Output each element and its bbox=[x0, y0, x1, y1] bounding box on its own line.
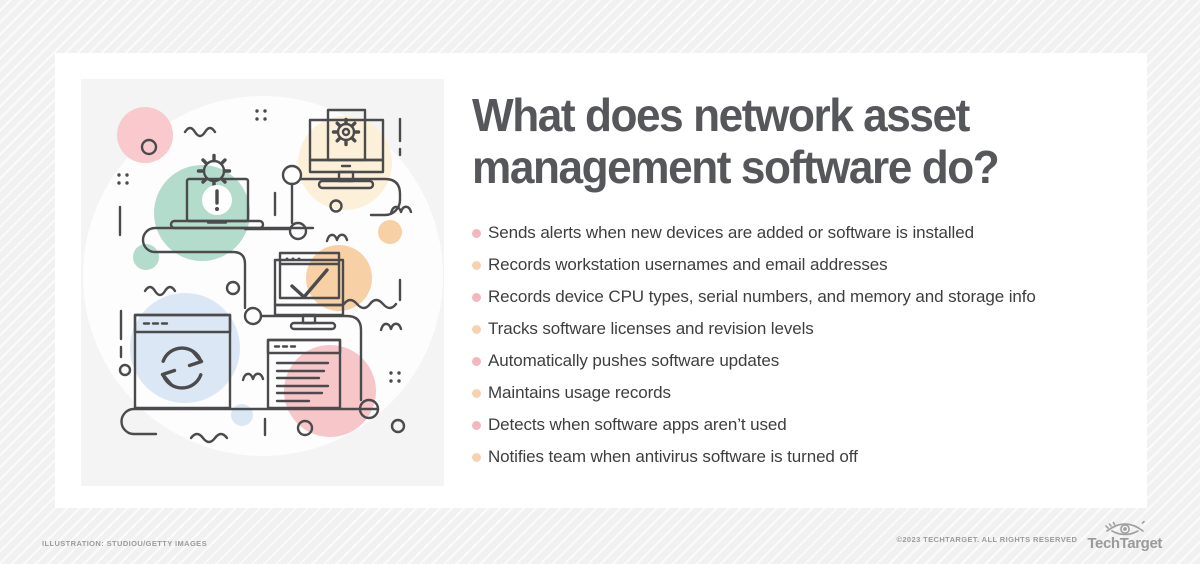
list-item: Records workstation usernames and email … bbox=[472, 249, 1122, 281]
pink-circle bbox=[117, 107, 173, 163]
decorations bbox=[117, 109, 413, 444]
bullet-text: Records workstation usernames and email … bbox=[488, 255, 888, 274]
bullet-dot bbox=[472, 324, 481, 334]
title-line-2: management software do? bbox=[472, 141, 1000, 193]
bullet-text: Notifies team when antivirus software is… bbox=[488, 447, 858, 466]
ring-circle bbox=[140, 138, 158, 156]
bullet-dot bbox=[472, 260, 481, 270]
bullet-dot bbox=[472, 292, 481, 302]
copyright-text: ©2023 TECHTARGET. ALL RIGHTS RESERVED bbox=[896, 535, 1078, 544]
document-list-icon bbox=[266, 338, 342, 410]
connector-lines bbox=[120, 164, 402, 436]
eye-logo-icon bbox=[1104, 520, 1145, 536]
bullet-text: Records device CPU types, serial numbers… bbox=[488, 287, 1036, 306]
blue-dot bbox=[231, 404, 253, 426]
bullet-text: Detects when software apps aren’t used bbox=[488, 415, 787, 434]
list-item: Records device CPU types, serial numbers… bbox=[472, 281, 1122, 313]
pink-circle-bottom bbox=[284, 345, 376, 437]
list-item: Tracks software licenses and revision le… bbox=[472, 313, 1122, 345]
footer-right: ©2023 TECHTARGET. ALL RIGHTS RESERVED Te… bbox=[896, 519, 1162, 551]
illustration bbox=[81, 79, 444, 486]
card: What does network asset management softw… bbox=[55, 53, 1147, 508]
teal-dot bbox=[133, 244, 159, 270]
bullet-dot bbox=[472, 228, 481, 238]
techtarget-logo: TechTarget bbox=[1087, 519, 1162, 551]
bullet-text: Sends alerts when new devices are added … bbox=[488, 223, 974, 242]
bullet-text: Maintains usage records bbox=[488, 383, 671, 402]
list-item: Sends alerts when new devices are added … bbox=[472, 217, 1122, 249]
desktop-gear-icon bbox=[308, 108, 385, 190]
peach-dot bbox=[378, 220, 402, 244]
monitor-check-icon bbox=[273, 251, 345, 331]
bullet-dot bbox=[472, 388, 481, 398]
bullet-text: Automatically pushes software updates bbox=[488, 351, 780, 370]
cream-circle bbox=[298, 116, 392, 210]
page-title: What does network asset management softw… bbox=[472, 89, 1096, 193]
illustration-credit: ILLUSTRATION: STUDIOU/GETTY IMAGES bbox=[42, 539, 207, 548]
list-item: Automatically pushes software updates bbox=[472, 345, 1122, 377]
brand-text: TechTarget bbox=[1087, 535, 1162, 552]
list-item: Notifies team when antivirus software is… bbox=[472, 441, 1122, 473]
bullet-dot bbox=[472, 356, 481, 366]
bullet-dot bbox=[472, 452, 481, 462]
content: What does network asset management softw… bbox=[472, 89, 1122, 473]
title-line-1: What does network asset bbox=[472, 89, 970, 141]
illustration-svg bbox=[83, 96, 443, 456]
list-item: Detects when software apps aren’t used bbox=[472, 409, 1122, 441]
list-item: Maintains usage records bbox=[472, 377, 1122, 409]
laptop-alert-icon bbox=[169, 153, 265, 230]
bullet-list: Sends alerts when new devices are added … bbox=[472, 217, 1122, 473]
browser-sync-icon bbox=[133, 313, 232, 410]
bullet-dot bbox=[472, 420, 481, 430]
bullet-text: Tracks software licenses and revision le… bbox=[488, 319, 814, 338]
